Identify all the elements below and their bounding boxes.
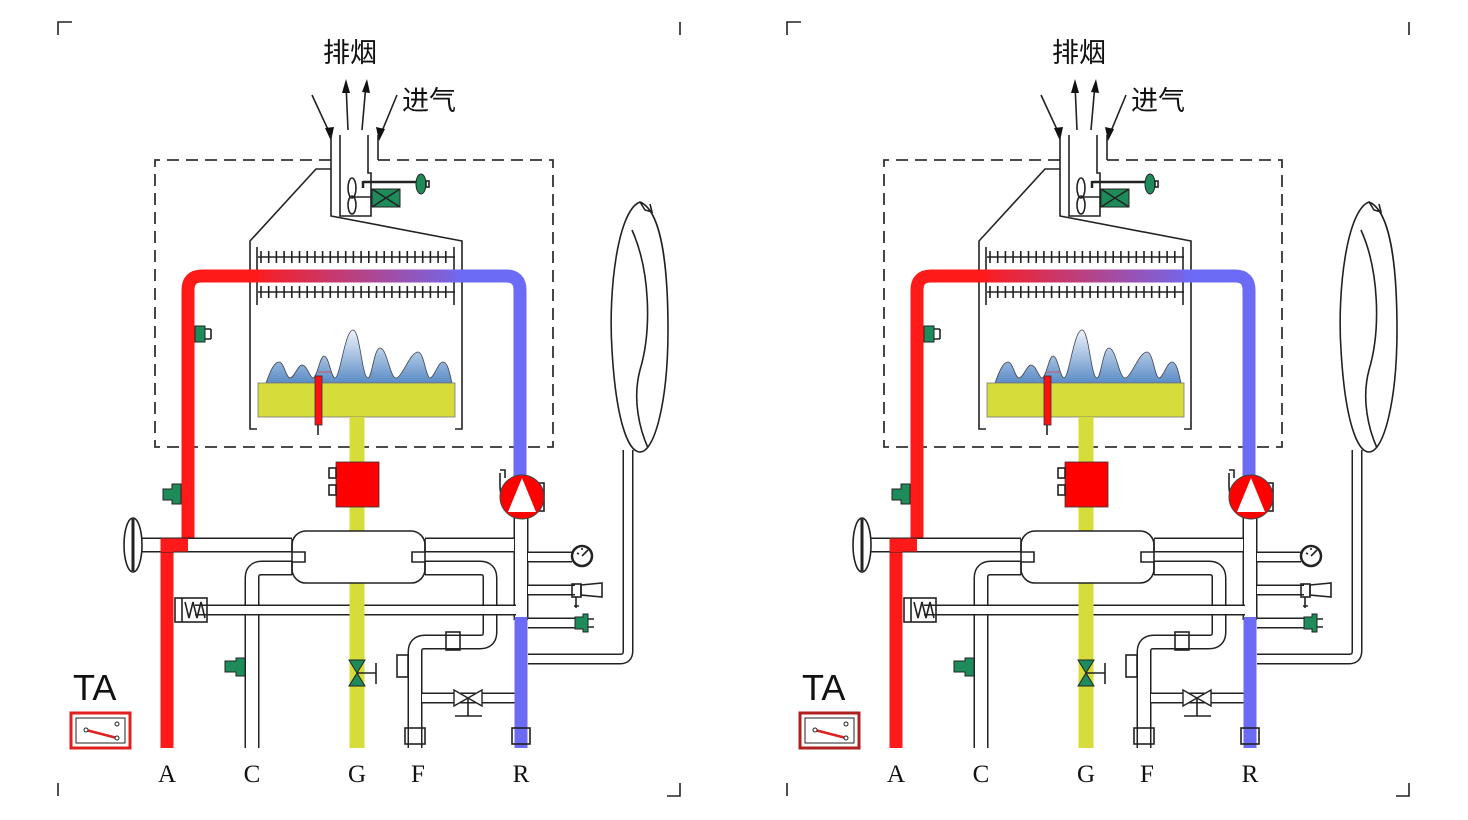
connection-label-g: G [348,761,366,788]
intake-label: 进气 [1131,86,1185,117]
thermostat-label: TA [802,667,845,708]
overheat-sensor-icon [923,325,941,343]
fill-valve-icon [453,688,483,717]
room-thermostat-icon[interactable] [69,711,132,750]
return-pipe-cold [456,269,527,490]
flue-arrows [311,79,398,141]
pressure-switch-icon [361,173,430,208]
exhaust-label: 排烟 [323,38,377,69]
coupling [1174,631,1190,651]
boiler-panel: 排烟 进气 [57,21,681,797]
flow-pipe-hot [160,269,262,748]
fan-icon [347,177,372,215]
diverter-valve-body [291,530,426,584]
flue-arrows [1040,79,1127,141]
r-fitting [1240,727,1260,745]
filter-box [1125,654,1138,678]
circulation-pump-icon [499,469,545,520]
return-pipe-cold [1185,269,1256,490]
overheat-sensor-icon [194,325,212,343]
temperature-sensor-icon [574,613,594,633]
room-thermostat-icon[interactable] [798,711,861,750]
flue-hood [249,135,463,430]
connection-label-a: A [158,761,176,788]
burner [257,382,456,418]
intake-label: 进气 [402,86,456,117]
flow-sensor-icon [891,483,911,505]
dhw-sensor-icon [953,657,975,677]
f-fitting [1133,727,1155,745]
connection-label-f: F [411,761,425,788]
safety-valve-icon [571,582,603,608]
thermostat-label: TA [73,667,116,708]
crop-marks [786,21,1410,797]
connection-label-r: R [1242,761,1259,788]
diverter-valve-body [1020,530,1155,584]
burner [986,382,1185,418]
pressure-switch-icon [1090,173,1159,208]
ignition-electrode [1043,375,1052,426]
boiler-panel: 排烟 进气 [786,21,1410,797]
fill-valve-icon [1182,688,1212,717]
ignition-electrode [314,375,323,426]
dhw-pipes [140,450,634,748]
fan-icon [1076,177,1101,215]
burner-flames [994,329,1182,384]
dhw-sensor-icon [224,657,246,677]
f-fitting [404,727,426,745]
connection-label-f: F [1140,761,1154,788]
temperature-sensor-icon [1303,613,1323,633]
connection-label-c: C [244,761,261,788]
r-fitting [511,727,531,745]
connection-label-a: A [887,761,905,788]
filter-box [396,654,409,678]
coupling [445,631,461,651]
circulation-pump-icon [1228,469,1274,520]
flow-pipe-hot [889,269,991,748]
crop-marks [57,21,681,797]
gas-cock-icon [348,659,377,687]
connection-label-c: C [973,761,990,788]
flue-hood [978,135,1192,430]
expansion-vessel [610,201,669,453]
dhw-pipes [869,450,1363,748]
gas-valve [328,461,380,508]
gas-valve [1057,461,1109,508]
bypass-valve-icon [174,597,208,623]
gas-cock-icon [1077,659,1106,687]
pressure-gauge-icon [570,544,594,568]
fin-ticks [989,251,1176,298]
burner-flames [265,329,453,384]
connection-label-r: R [513,761,530,788]
safety-valve-icon [1300,582,1332,608]
pressure-gauge-icon [1299,544,1323,568]
expansion-vessel [1339,201,1398,453]
bypass-valve-icon [903,597,937,623]
exhaust-label: 排烟 [1052,38,1106,69]
connection-label-g: G [1077,761,1095,788]
flow-sensor-icon [162,483,182,505]
fin-ticks [260,251,447,298]
